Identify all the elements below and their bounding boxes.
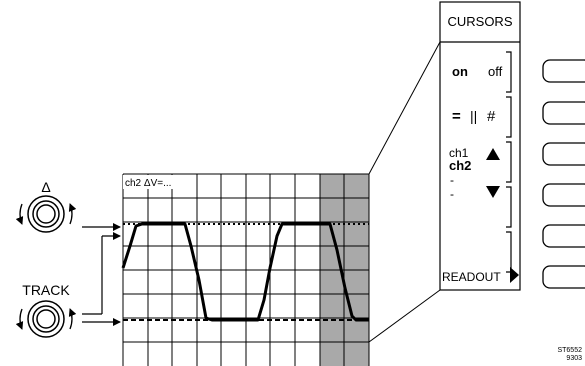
knob-connector-arrows xyxy=(82,223,121,326)
menu-item-mode-parallel: || xyxy=(470,108,477,124)
menu-item-channel-down[interactable]: - - xyxy=(450,173,500,201)
track-knob[interactable] xyxy=(15,300,77,338)
menu-item-channel-up[interactable]: ch1 ch2 xyxy=(449,146,500,173)
delta-knob-label: Δ xyxy=(41,179,50,195)
menu-title: CURSORS xyxy=(447,14,512,29)
triangle-up-icon xyxy=(486,148,500,160)
rotate-left-arrow-icon xyxy=(15,203,24,225)
menu-item-dash-2: - xyxy=(450,187,454,201)
menu-item-readout[interactable]: READOUT xyxy=(442,267,519,284)
rotate-left-arrow-icon xyxy=(15,308,24,330)
softkey-6[interactable] xyxy=(542,265,585,289)
triangle-down-icon xyxy=(486,186,500,198)
screen-readout-text: ch2 ΔV=... xyxy=(125,178,171,189)
menu-item-mode-equal: = xyxy=(452,108,461,125)
menu-item-on-off[interactable]: on off xyxy=(452,64,503,79)
rotate-right-arrow-icon xyxy=(68,308,77,330)
softkey-3[interactable] xyxy=(542,142,585,166)
zoom-line-bottom xyxy=(368,289,441,343)
track-knob-label: TRACK xyxy=(22,282,70,298)
menu-item-dash-1: - xyxy=(450,173,454,187)
rotate-right-arrow-icon xyxy=(68,203,77,225)
softkey-4[interactable] xyxy=(542,183,585,207)
delta-knob[interactable] xyxy=(15,195,77,233)
menu-item-off: off xyxy=(488,64,503,79)
menu-item-ch1: ch1 xyxy=(449,146,469,160)
oscilloscope-screen: ch2 ΔV=... xyxy=(121,173,370,366)
menu-item-on: on xyxy=(452,64,468,79)
menu-item-mode[interactable]: = || # xyxy=(452,108,496,125)
screen-grid xyxy=(122,173,370,366)
figure-code-line-2: 9303 xyxy=(566,355,582,362)
menu-item-readout-label: READOUT xyxy=(442,270,501,284)
menu-item-mode-hash: # xyxy=(487,108,496,125)
softkey-1[interactable] xyxy=(542,59,585,83)
zoom-line-top xyxy=(368,41,441,175)
cursors-menu xyxy=(439,1,521,291)
softkey-5[interactable] xyxy=(542,224,585,248)
triangle-right-icon xyxy=(510,267,519,283)
menu-item-ch2: ch2 xyxy=(449,158,471,173)
figure-code-line-1: ST6552 xyxy=(557,347,582,354)
softkey-2[interactable] xyxy=(542,101,585,125)
menu-item-brackets xyxy=(506,51,512,273)
waveform-trace xyxy=(121,222,369,322)
